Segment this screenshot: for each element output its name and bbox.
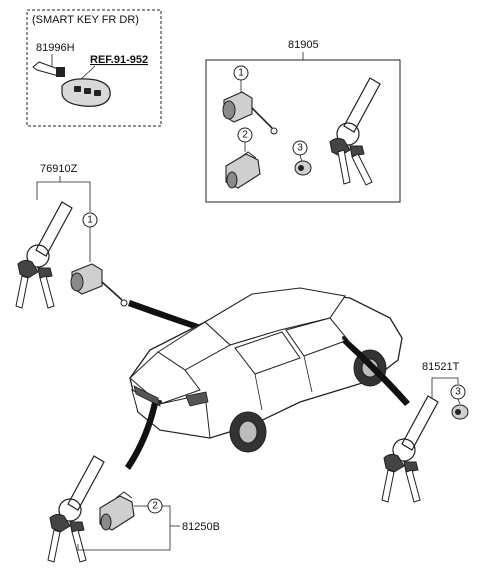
smart-key-title: (SMART KEY FR DR)	[32, 14, 139, 26]
key-set-bottom-icon	[47, 455, 105, 563]
callout-1-left: 1	[87, 215, 93, 226]
reference-link[interactable]: REF.91-952	[90, 54, 148, 66]
smart-key-fob-icon	[61, 78, 111, 107]
key-blade-icon	[32, 61, 65, 77]
part-number-81996H[interactable]: 81996H	[36, 42, 75, 54]
trunk-lock-icon	[225, 151, 261, 189]
door-lock-cylinder-icon	[222, 91, 278, 135]
sedan-car-illustration	[129, 287, 403, 453]
part-number-81250B[interactable]: 81250B	[182, 521, 220, 533]
lock-pin-icon	[294, 160, 312, 176]
callout-2-top: 2	[242, 130, 248, 141]
callout-3-right: 3	[455, 387, 461, 398]
callout-3-top: 3	[297, 143, 303, 154]
group-76910Z: 76910Z 1	[15, 163, 230, 340]
part-number-81521T[interactable]: 81521T	[422, 361, 460, 373]
part-number-76910Z[interactable]: 76910Z	[40, 163, 78, 175]
door-lock-cylinder-left-icon	[70, 263, 128, 307]
lock-pin-right-icon	[451, 404, 469, 420]
group-81521T: 81521T 3	[381, 361, 469, 503]
callout-2-bottom: 2	[152, 501, 158, 512]
group-81905: 81905 1 2 3	[205, 39, 401, 203]
group-81250B: 2 81250B	[47, 455, 220, 563]
trunk-lock-bottom-icon	[99, 491, 135, 531]
part-number-81905[interactable]: 81905	[288, 39, 319, 51]
key-set-icon	[329, 77, 381, 186]
key-set-right-icon	[381, 395, 439, 503]
callout-1-top: 1	[238, 68, 244, 79]
key-set-left-icon	[15, 201, 73, 309]
smart-key-box: (SMART KEY FR DR) 81996H REF.91-952	[26, 9, 162, 127]
